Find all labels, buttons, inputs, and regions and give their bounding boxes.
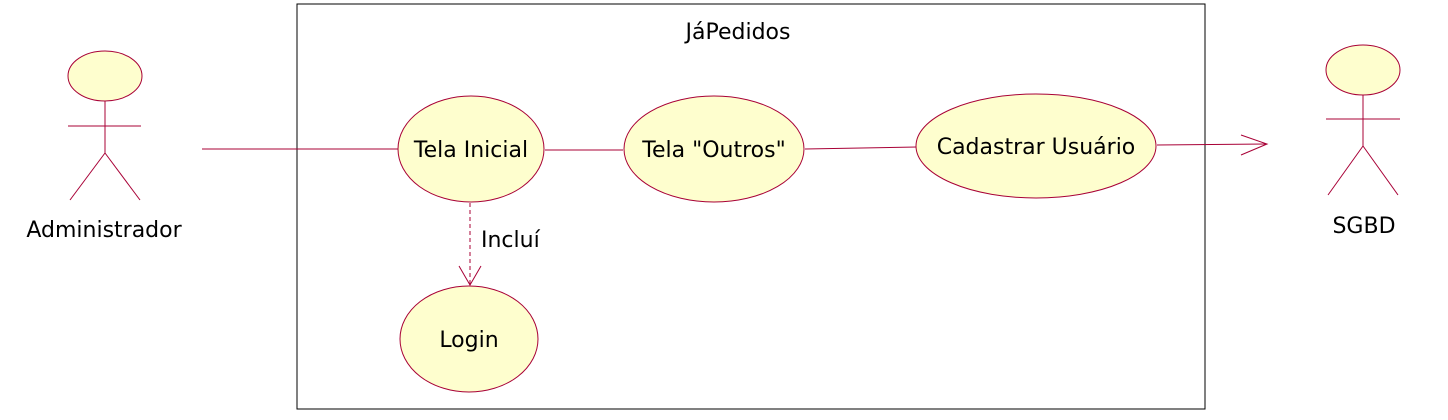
use-case-cadastrar-usuario-shape <box>915 93 1157 199</box>
actor-administrador-label: Administrador <box>26 218 182 243</box>
actor-administrador-right-leg <box>104 152 141 201</box>
use-case-tela-inicial[interactable]: Tela Inicial <box>397 95 545 203</box>
association-tela-outros-cadastrar <box>804 146 918 150</box>
use-case-tela-inicial-label: Tela Inicial <box>413 138 528 163</box>
actor-administrador-left-leg <box>69 152 106 201</box>
use-case-login-label: Login <box>439 328 498 353</box>
actor-administrador-head <box>67 50 143 102</box>
use-case-tela-outros-label: Tela "Outros" <box>641 138 785 163</box>
actor-sgbd-right-leg <box>1362 145 1399 196</box>
use-case-tela-inicial-shape <box>397 95 545 203</box>
actor-sgbd-head <box>1325 44 1401 96</box>
actor-sgbd-label: SGBD <box>1332 214 1395 239</box>
use-case-tela-outros-shape <box>623 95 805 203</box>
actor-sgbd[interactable]: SGBD <box>1325 44 1401 239</box>
arrowhead-to-sgbd <box>1240 134 1269 156</box>
use-case-tela-outros[interactable]: Tela "Outros" <box>623 95 805 203</box>
association-cadastrar-sgbd <box>1156 143 1267 146</box>
system-title: JáPedidos <box>684 20 791 45</box>
use-case-login[interactable]: Login <box>399 285 539 393</box>
include-label: Incluí <box>481 228 541 253</box>
include-arrowhead <box>458 265 482 286</box>
actor-administrador[interactable]: Administrador <box>26 50 183 243</box>
use-case-cadastrar-usuario-label: Cadastrar Usuário <box>937 135 1136 160</box>
actor-sgbd-left-leg <box>1327 145 1364 196</box>
use-case-login-shape <box>399 285 539 393</box>
use-case-cadastrar-usuario[interactable]: Cadastrar Usuário <box>915 93 1157 199</box>
